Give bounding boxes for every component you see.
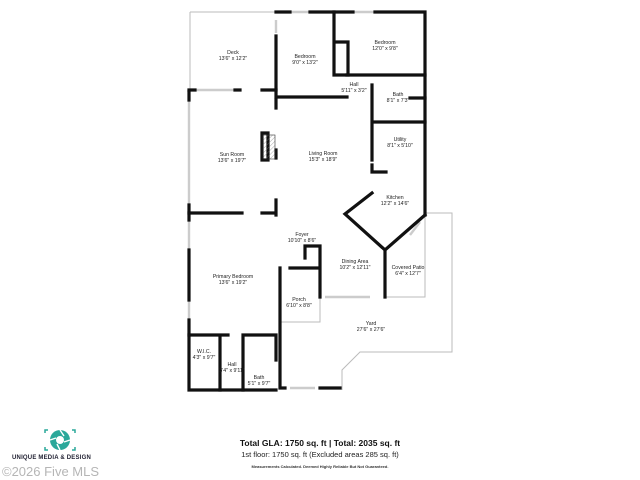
room-name: Bedroom — [374, 40, 395, 46]
room-name: Primary Bedroom — [213, 274, 253, 280]
room-name: Yard — [366, 321, 377, 327]
room-size: 8'1" x 5'10" — [387, 143, 413, 149]
room-name: Sun Room — [220, 152, 245, 158]
room-name: Porch — [292, 297, 306, 303]
room-name: Dining Area — [342, 259, 369, 265]
room-size: 13'6" x 12'2" — [219, 56, 248, 62]
room-size: 6'10" x 8'8" — [286, 303, 312, 309]
room-size: 12'0" x 9'8" — [372, 46, 398, 52]
outdoor-outlines — [189, 11, 453, 390]
room-name: W.I.C. — [197, 349, 211, 355]
fireplace-icon — [262, 134, 276, 160]
room-size: 10'2" x 12'11" — [340, 265, 371, 271]
room-size: 9'0" x 13'2" — [292, 60, 318, 66]
room-name: Hall — [350, 82, 359, 88]
room-name: Deck — [227, 50, 239, 56]
total-area: Total GLA: 1750 sq. ft | Total: 2035 sq.… — [239, 438, 401, 448]
room-size: 15'3" x 18'9" — [309, 157, 338, 163]
room-name: Bedroom — [294, 54, 315, 60]
room-name: Hall — [228, 362, 237, 368]
walls — [187, 10, 428, 392]
room-name: Covered Patio — [392, 265, 425, 271]
room-size: 10'10" x 8'6" — [288, 238, 317, 244]
room-size: 12'2" x 14'6" — [381, 201, 410, 207]
room-name: Bath — [393, 92, 404, 98]
room-size: 13'6" x 19'2" — [219, 280, 248, 286]
watermark: ©2026 Five MLS — [2, 464, 100, 479]
room-size: 3'4" x 9'11" — [219, 368, 244, 374]
room-size: 5'11" x 3'2" — [341, 88, 366, 94]
room-size: 27'6" x 27'6" — [357, 327, 386, 333]
room-size: 6'4" x 12'7" — [395, 271, 421, 277]
room-name: Bath — [254, 375, 265, 381]
room-name: Foyer — [295, 232, 309, 238]
disclaimer: Measurements Calculated. Deemed Highly R… — [251, 464, 389, 469]
floor-area: 1st floor: 1750 sq. ft (Excluded areas 2… — [241, 450, 399, 459]
windows — [187, 10, 421, 390]
camera-aperture-logo — [44, 429, 76, 451]
room-name: Living Room — [309, 151, 338, 157]
room-name: Utility — [394, 137, 407, 143]
company-name: UNIQUE MEDIA & DESIGN — [12, 455, 91, 461]
room-size: 13'6" x 19'7" — [218, 158, 247, 164]
room-size: 4'3" x 9'7" — [193, 355, 216, 361]
room-size: 5'1" x 9'7" — [248, 381, 271, 387]
room-name: Kitchen — [386, 195, 403, 201]
room-size: 8'1" x 7'3" — [387, 98, 410, 104]
